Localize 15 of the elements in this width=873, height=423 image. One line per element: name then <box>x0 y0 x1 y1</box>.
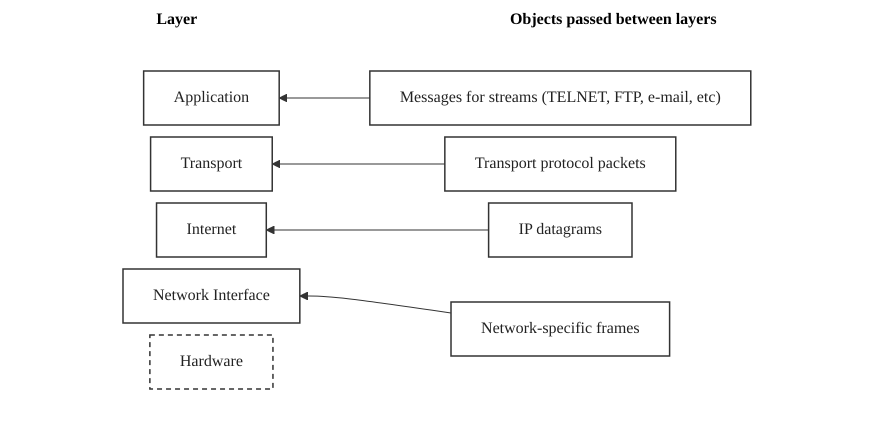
column-heading: Layer <box>156 11 198 29</box>
node-box: Internet <box>155 202 267 258</box>
arrow <box>278 94 370 102</box>
arrow <box>271 160 445 168</box>
node-box: Application <box>142 70 280 126</box>
node-box: IP datagrams <box>487 202 632 258</box>
arrow <box>299 292 452 314</box>
arrow <box>266 226 489 234</box>
column-heading: Objects passed between layers <box>510 11 717 29</box>
node-box: Network Interface <box>122 268 300 324</box>
node-box: Transport protocol packets <box>444 136 676 192</box>
node-box: Transport <box>149 136 273 192</box>
node-box: Network-specific frames <box>450 301 670 357</box>
node-box: Messages for streams (TELNET, FTP, e-mail, etc) <box>368 70 752 126</box>
node-box: Hardware <box>148 334 274 390</box>
